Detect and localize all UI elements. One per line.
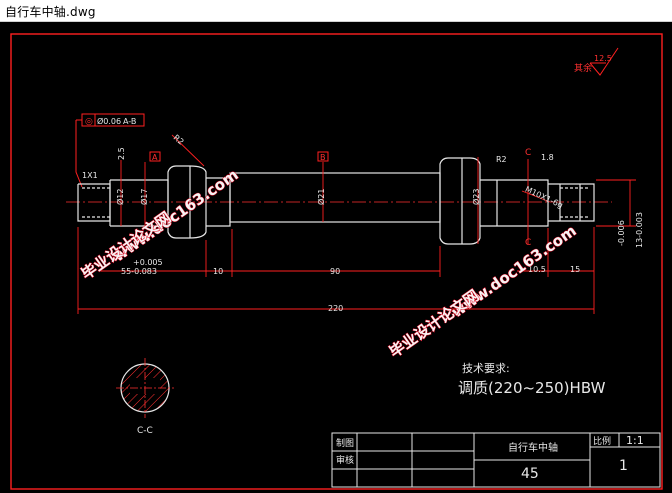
tb-zhitu: 制图 xyxy=(336,437,354,449)
technical-notes: 技术要求: 调质(220~250)HBW xyxy=(458,362,606,397)
dim-len-10: 10 xyxy=(213,267,223,276)
notes-title: 技术要求: xyxy=(462,362,510,375)
tb-material: 45 xyxy=(521,466,539,482)
drawing-border xyxy=(10,33,663,490)
shaft-outline xyxy=(77,157,595,245)
dim-left-c: Ø17 xyxy=(139,189,149,205)
datum-b: B xyxy=(320,153,326,162)
dim-tol-bottom: 55-0.083 xyxy=(121,267,157,276)
dim-r-left: R2 xyxy=(172,133,186,147)
roughness-note: 其余 xyxy=(574,62,592,74)
dim-right-tol-upper: -0.006 xyxy=(617,220,626,246)
tolerance-value: Ø0.06 xyxy=(97,116,121,126)
title-bar: 自行车中轴.dwg xyxy=(0,0,672,22)
section-mark-bottom: C xyxy=(525,238,531,248)
dim-chamfer-left: 1X1 xyxy=(82,171,98,180)
dim-len-105: 10.5 xyxy=(528,265,546,274)
section-view: C-C xyxy=(116,358,174,436)
notes-body: 调质(220~250)HBW xyxy=(458,379,606,397)
dim-mid: Ø21 xyxy=(316,189,326,205)
dim-left-b: Ø12 xyxy=(115,189,125,205)
dim-c-right: 1.8 xyxy=(541,153,554,162)
dim-left-a: 2.5 xyxy=(117,147,126,160)
roughness-value: 12.5 xyxy=(594,54,612,63)
tb-part-name: 自行车中轴 xyxy=(508,441,558,454)
tolerance-frame: ◎ Ø0.06 A-B xyxy=(75,113,145,188)
tolerance-symbol: ◎ xyxy=(85,117,93,127)
watermark-cn-2: 毕业设计论文网 xyxy=(386,286,482,361)
dimension-lines xyxy=(77,134,636,314)
title-block xyxy=(331,432,661,488)
cad-drawing[interactable]: 其余 12.5 ◎ Ø0.06 A-B xyxy=(0,22,672,493)
tolerance-datum: A-B xyxy=(123,117,136,126)
dim-len-15: 15 xyxy=(570,265,580,274)
datum-a: A xyxy=(152,153,158,162)
tb-qty: 1 xyxy=(619,458,628,474)
section-caption: C-C xyxy=(137,426,153,436)
dim-right-tol-lower: 13-0.003 xyxy=(635,212,644,248)
tb-shenhe: 审核 xyxy=(336,454,354,466)
roughness-symbol: 其余 12.5 xyxy=(574,47,619,76)
title-block-text: 制图 审核 自行车中轴 45 比例 1:1 1 xyxy=(336,434,644,482)
dim-r-right: R2 xyxy=(496,155,507,164)
dim-tol-top: +0.005 xyxy=(133,258,163,267)
dim-len-90: 90 xyxy=(330,267,340,276)
dim-right: Ø23 xyxy=(471,189,481,205)
dim-keyway: M10X1-6g xyxy=(524,185,565,210)
tb-scale-label: 比例 xyxy=(593,435,611,447)
dim-len-220: 220 xyxy=(328,304,343,313)
drawing-canvas[interactable]: 其余 12.5 ◎ Ø0.06 A-B xyxy=(0,22,672,493)
window-title: 自行车中轴.dwg xyxy=(5,5,96,19)
section-mark-top: C xyxy=(525,148,531,158)
datum-markers: A B C C xyxy=(149,148,531,248)
tb-scale-value: 1:1 xyxy=(626,434,644,447)
